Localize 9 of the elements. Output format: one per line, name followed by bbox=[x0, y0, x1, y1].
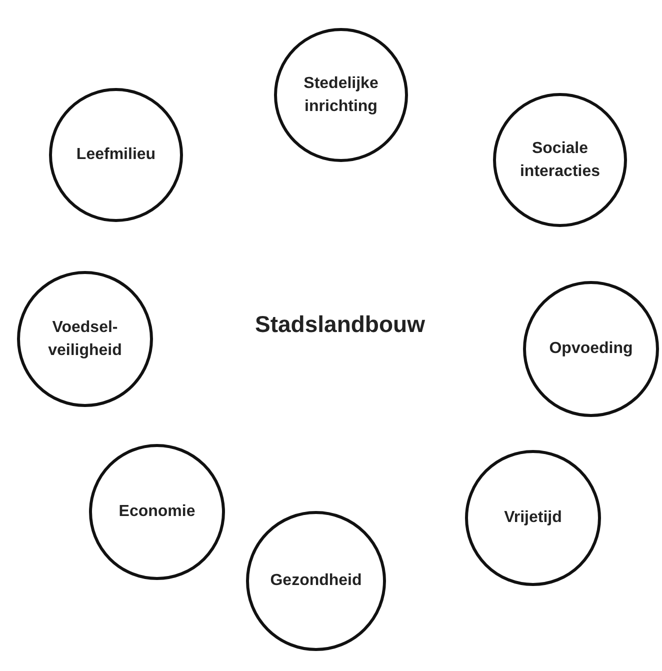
topic-label: Stedelijke inrichting bbox=[302, 74, 380, 117]
topic-label: Economie bbox=[118, 502, 196, 522]
topic-label: Vrijetijd bbox=[503, 508, 563, 528]
topic-label: Sociale interacties bbox=[518, 138, 602, 182]
topic-label: Leefmilieu bbox=[75, 145, 157, 166]
topic-label: Opvoeding bbox=[548, 339, 634, 360]
topic-label: Gezondheid bbox=[269, 571, 363, 592]
topic-label: Voedsel- veiligheid bbox=[47, 318, 123, 361]
center-title: Stadslandbouw bbox=[254, 311, 426, 338]
